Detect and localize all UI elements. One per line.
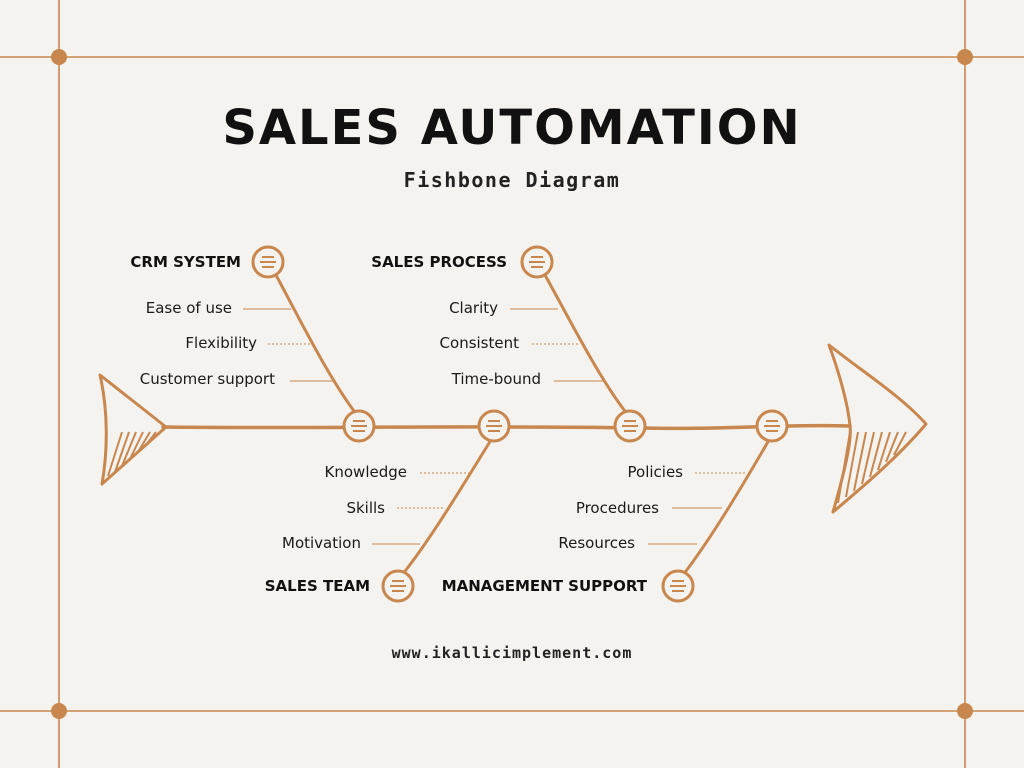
node-icon: [342, 409, 376, 443]
node-icon: [520, 245, 554, 279]
cause-knowledge: Knowledge: [324, 463, 407, 481]
node-circles: [251, 245, 789, 603]
bone-crm: [274, 273, 359, 417]
cause-procedures: Procedures: [575, 499, 659, 517]
node-icon: [477, 409, 511, 443]
cause-flexibility: Flexibility: [185, 334, 257, 352]
bone-team: [400, 438, 493, 577]
node-icon: [755, 409, 789, 443]
category-sales-team: SALES TEAM: [264, 577, 370, 595]
cause-connectors: [243, 308, 746, 545]
bone-management: [681, 438, 771, 577]
node-icon: [613, 409, 647, 443]
cause-ease-of-use: Ease of use: [145, 299, 232, 317]
tail: [98, 373, 168, 486]
page-subtitle: Fishbone Diagram: [403, 168, 621, 192]
category-management-support: MANAGEMENT SUPPORT: [441, 577, 647, 595]
cause-time-bound: Time-bound: [451, 370, 541, 388]
footer-url: www.ikallicimplement.com: [391, 644, 633, 662]
node-icon: [251, 245, 285, 279]
cause-customer-support: Customer support: [139, 370, 275, 388]
category-crm-system: CRM SYSTEM: [130, 253, 241, 271]
cause-clarity: Clarity: [449, 299, 498, 317]
cause-resources: Resources: [558, 534, 635, 552]
node-icon: [661, 569, 695, 603]
cause-motivation: Motivation: [282, 534, 361, 552]
cause-consistent: Consistent: [439, 334, 519, 352]
node-icon: [381, 569, 415, 603]
category-sales-process: SALES PROCESS: [371, 253, 507, 271]
cause-policies: Policies: [627, 463, 683, 481]
branch-bones: [274, 273, 771, 577]
page-title: SALES AUTOMATION: [222, 100, 802, 156]
bone-process: [543, 273, 630, 417]
frame-corner-dots: [51, 49, 973, 719]
head-arrow: [827, 343, 928, 514]
cause-skills: Skills: [346, 499, 385, 517]
